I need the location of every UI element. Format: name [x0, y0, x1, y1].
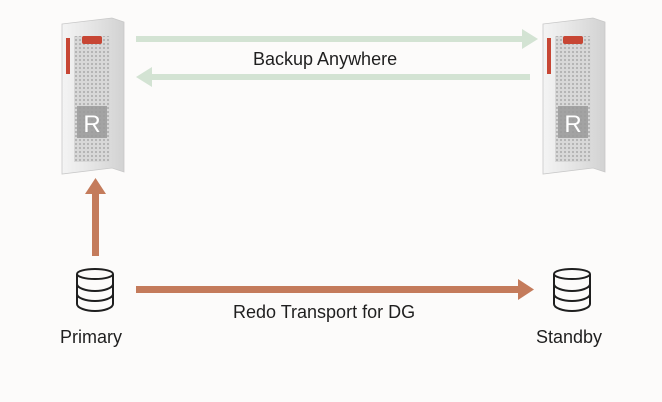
- redo-transport-arrow: [136, 279, 534, 300]
- server-rack-icon: R: [542, 17, 606, 175]
- database-icon: [76, 268, 114, 313]
- server-badge: R: [564, 111, 581, 138]
- standby-label: Standby: [536, 327, 603, 347]
- server-badge: R: [83, 111, 100, 138]
- server-rack-icon: R: [61, 17, 125, 175]
- backup-anywhere-label: Backup Anywhere: [253, 49, 398, 69]
- redo-transport-label: Redo Transport for DG: [233, 302, 416, 322]
- database-icon: [553, 268, 591, 313]
- primary-label: Primary: [60, 327, 122, 347]
- primary-to-server-arrow: [85, 178, 106, 256]
- backup-arrow-left: [136, 67, 530, 87]
- backup-arrow-right: [136, 29, 538, 49]
